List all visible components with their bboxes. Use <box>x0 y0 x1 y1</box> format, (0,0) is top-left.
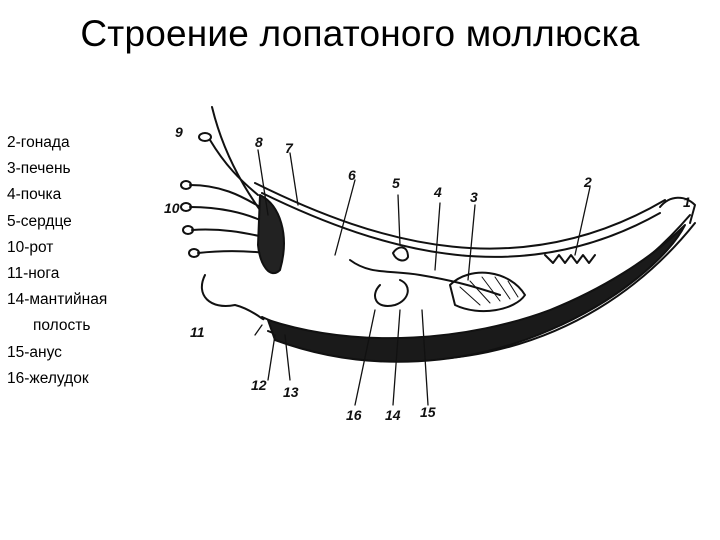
label-5: 5 <box>392 175 400 191</box>
label-4: 4 <box>433 184 442 200</box>
label-1: 1 <box>683 194 691 210</box>
captacula-3 <box>189 206 263 222</box>
captacula-tip-1 <box>198 132 212 142</box>
captacula-4 <box>191 228 265 238</box>
label-16: 16 <box>346 407 362 423</box>
legend-item-cavity: полость <box>33 317 91 335</box>
legend-item-mouth: 10-рот <box>7 238 54 256</box>
long-tentacle <box>211 106 261 211</box>
legend-list: 2-гонада 3-печень 4-почка 5-сердце 10-ро… <box>7 130 167 392</box>
label-7: 7 <box>285 140 294 156</box>
stomach <box>374 279 409 307</box>
shell-apex <box>659 196 696 224</box>
label-15: 15 <box>420 404 436 420</box>
shell-upper-inner <box>261 192 661 258</box>
label-6: 6 <box>348 167 356 183</box>
foot <box>200 274 265 321</box>
mouth-region <box>257 194 285 275</box>
label-2: 2 <box>583 174 592 190</box>
captacula-tip-3 <box>180 202 192 212</box>
label-11: 11 <box>190 324 205 340</box>
captacula-tip-4 <box>182 225 194 235</box>
legend-item-stomach: 16-желудок <box>7 369 89 387</box>
captacula-5 <box>197 250 267 254</box>
label-10: 10 <box>164 200 180 216</box>
mollusk-anatomy-diagram: 9 8 7 6 5 4 3 2 1 10 11 12 13 16 14 15 <box>164 106 696 423</box>
captacula-tip-2 <box>180 180 192 190</box>
legend-item-liver: 3-печень <box>7 160 71 178</box>
legend-item-foot: 11-нога <box>7 265 60 283</box>
captacula-tip-5 <box>188 248 200 258</box>
legend-item-gonad: 2-гонада <box>7 134 70 151</box>
liver <box>449 271 526 312</box>
heart <box>392 246 409 262</box>
captacula-1 <box>209 139 259 196</box>
gonad <box>544 254 596 264</box>
legend-item-heart: 5-сердце <box>7 212 72 230</box>
legend-item-kidney: 4-почка <box>7 186 62 204</box>
legend-item-anus: 15-анус <box>7 343 62 361</box>
page-title: Строение лопатоного моллюска <box>80 13 640 54</box>
body-mass <box>267 224 686 363</box>
label-14: 14 <box>385 407 401 423</box>
label-9: 9 <box>175 124 183 140</box>
liver-lobes <box>459 276 519 306</box>
leader-lines <box>254 149 591 406</box>
label-13: 13 <box>283 384 299 400</box>
label-12: 12 <box>251 377 267 393</box>
label-8: 8 <box>255 134 263 150</box>
label-3: 3 <box>470 189 478 205</box>
legend-item-mantle: 14-мантийная <box>7 291 108 309</box>
shell-upper-edge <box>254 182 666 250</box>
